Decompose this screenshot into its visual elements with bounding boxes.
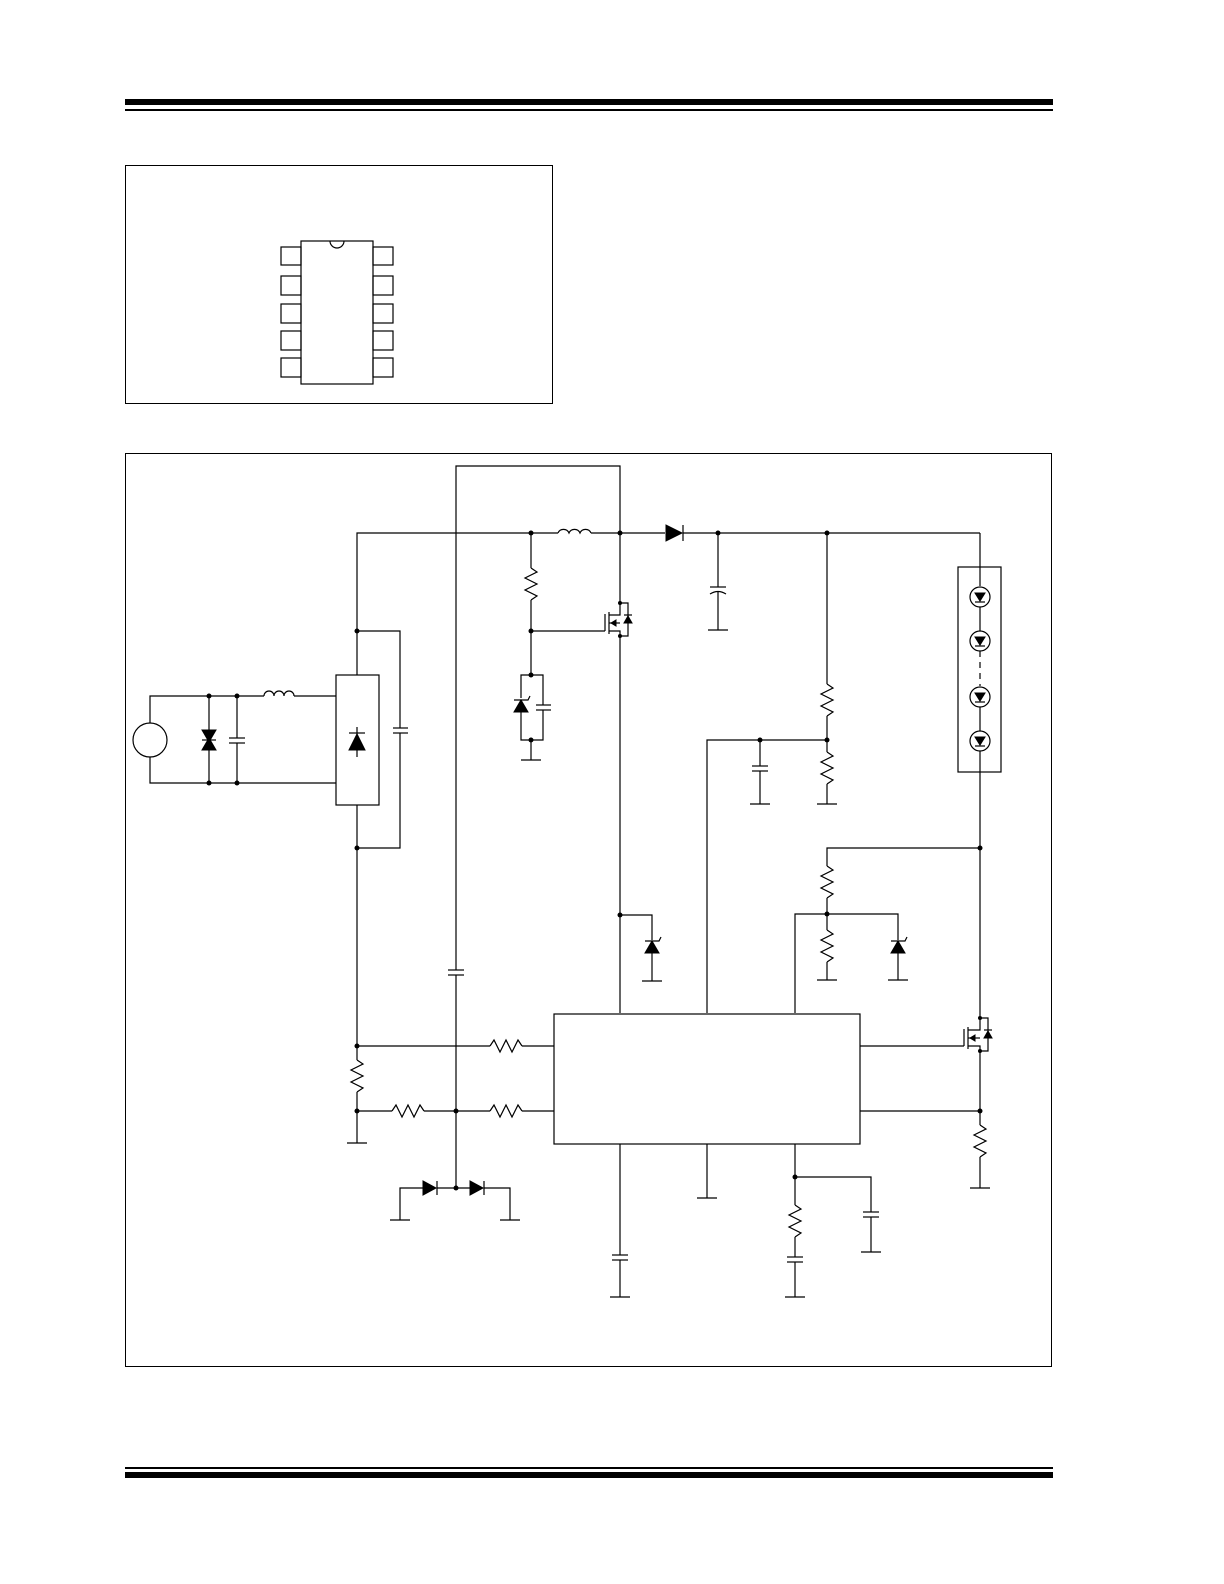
ac-input-section [132, 690, 336, 786]
input-resistor-3 [489, 1103, 523, 1119]
pin-left-2 [280, 275, 302, 296]
startup-resistor [523, 567, 539, 601]
controller-inputs [347, 848, 554, 1221]
sense-resistor-top [819, 865, 835, 899]
vin-zener [617, 912, 662, 982]
footer-rule-thick [125, 1472, 1053, 1478]
pin-right-6 [372, 357, 394, 378]
bridge-rectifier [335, 628, 408, 851]
schematic-frame [125, 453, 1052, 1367]
boost-inductor [557, 528, 592, 535]
sense-resistor-bottom [819, 929, 835, 963]
footer-rule-thin [125, 1467, 1053, 1469]
pin-left-3 [280, 303, 302, 324]
output-mosfet [860, 1016, 993, 1189]
input-inductor [263, 690, 295, 697]
ic-package [280, 240, 394, 385]
pin1-notch [329, 240, 345, 249]
package-diagram-frame [125, 165, 553, 404]
header-rule-thin [125, 109, 1053, 111]
pin-left-4 [280, 330, 302, 351]
comp-resistor [787, 1204, 803, 1238]
pin-left-5 [280, 357, 302, 378]
divider-resistor [349, 1059, 365, 1093]
pin-right-10 [372, 246, 394, 266]
clamp-diode-1 [422, 1180, 438, 1196]
current-sense-resistor [972, 1124, 988, 1158]
led-string [957, 533, 1002, 1018]
header-rule-thick [125, 99, 1053, 105]
package-body [300, 240, 374, 385]
ovp-divider [706, 533, 837, 1013]
ovp-resistor-bottom [819, 751, 835, 785]
controller-bottom [610, 1144, 881, 1298]
pin-right-8 [372, 303, 394, 324]
boost-stage [356, 465, 980, 1013]
controller-ic [553, 1013, 861, 1145]
boost-diode [665, 524, 684, 542]
ac-source [132, 722, 168, 758]
clamp-diode-2 [469, 1180, 485, 1196]
vdd-zener [513, 699, 529, 713]
input-resistor-1 [489, 1038, 523, 1054]
led-sense-divider [794, 847, 980, 1013]
pin-left-1 [280, 246, 302, 266]
sense-zener [890, 940, 906, 954]
ovp-resistor-top [819, 683, 835, 717]
pin-right-7 [372, 330, 394, 351]
tvs-diode [201, 737, 217, 751]
pin-right-9 [372, 275, 394, 296]
input-resistor-2 [391, 1103, 425, 1119]
